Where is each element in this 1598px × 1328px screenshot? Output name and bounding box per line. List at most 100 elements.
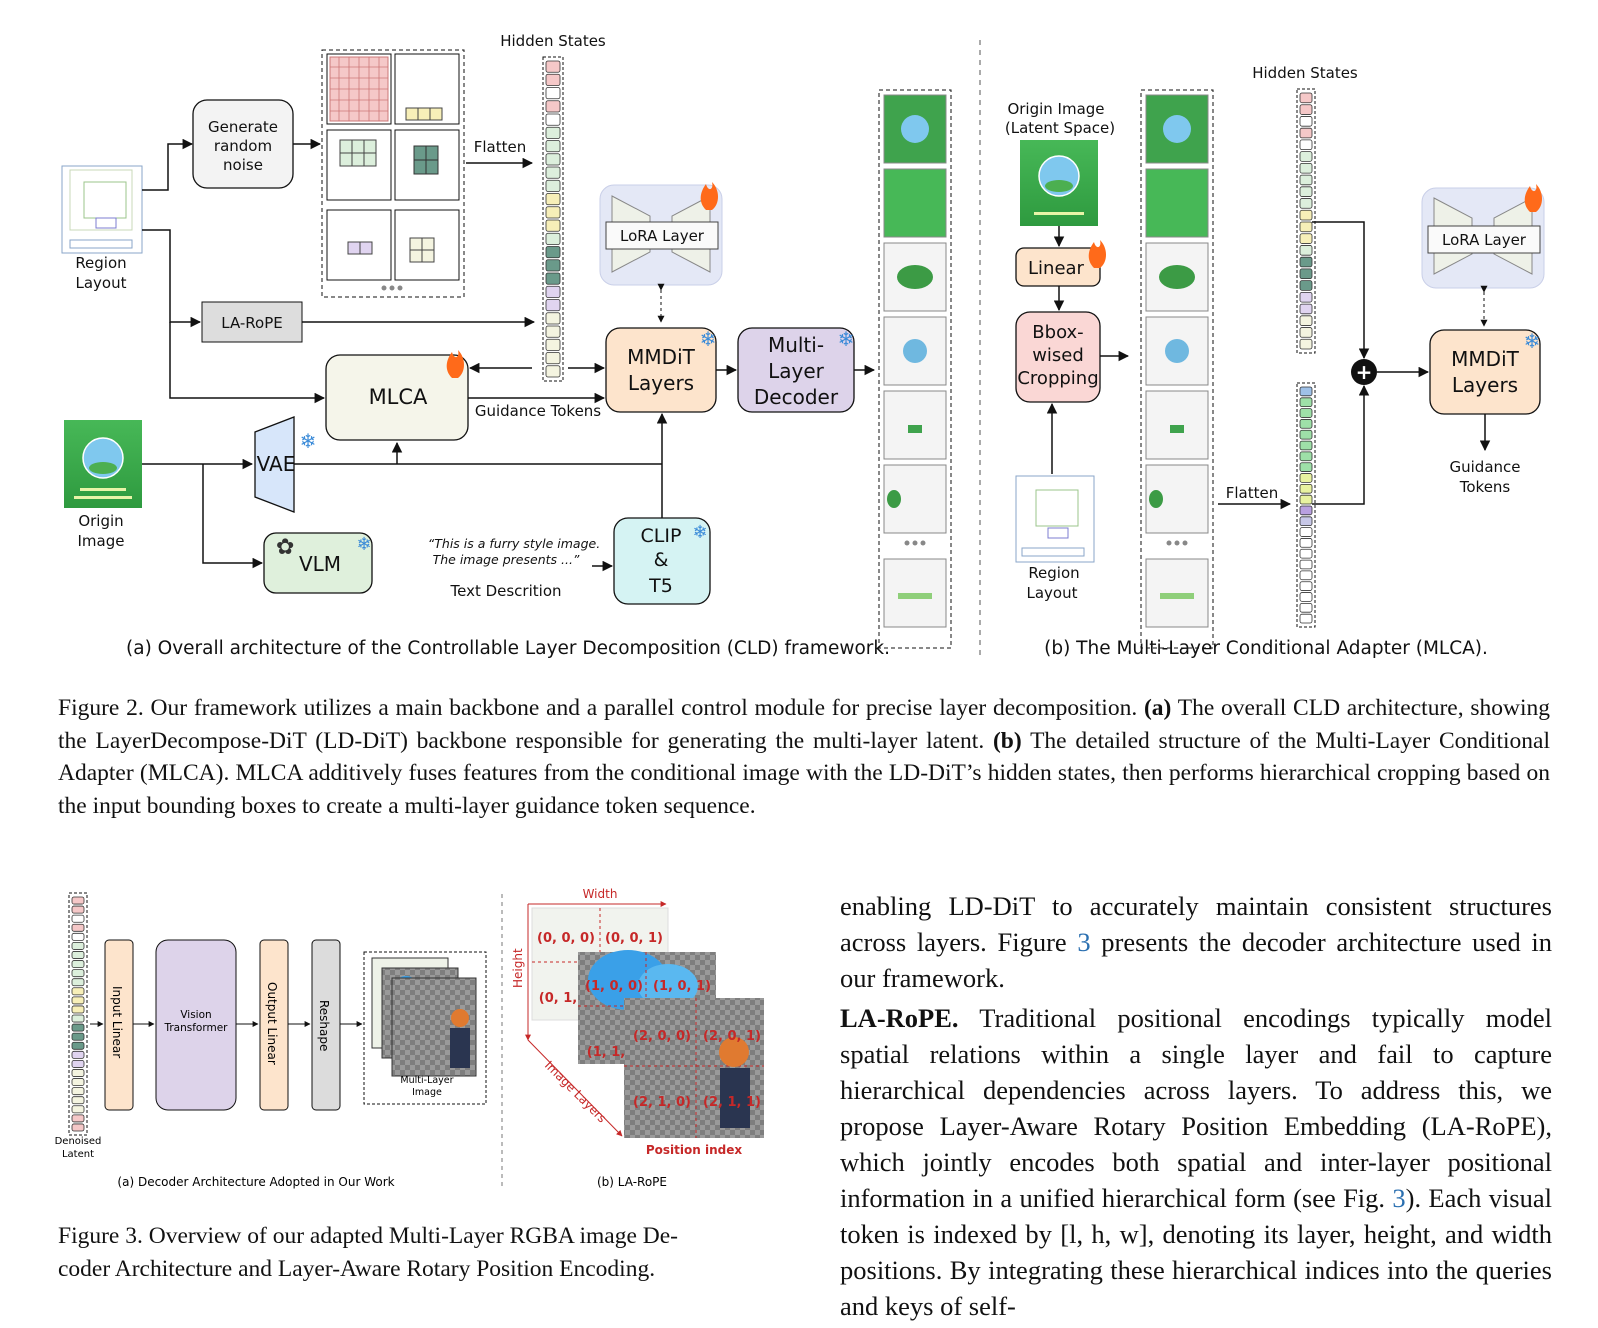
mli-label-2: Image [412,1087,442,1098]
token-cell [71,932,85,941]
token-cell [545,312,561,325]
guidance-b-label-1: Guidance [1450,458,1521,476]
generate-noise-label-3: noise [223,156,263,174]
region-layout-b-label-1: Region [1028,564,1079,582]
generate-noise-label-2: random [214,137,272,155]
caption-label: Figure 2. [58,695,144,721]
token-cell [71,1096,85,1105]
token-cell [71,951,85,959]
vae-label: VAE [257,452,296,476]
multi-layer-image-group [363,951,487,1105]
paragraph-2: LA-RoPE. Traditional positional encoding… [840,1000,1552,1324]
clip-t5-box [613,517,711,605]
guidance-b-label-2: Tokens [1459,478,1511,496]
subcaption-3b: (b) LA-RoPE [597,1175,667,1189]
output-linear-block [259,939,289,1111]
token-cell [1299,245,1313,256]
region-layout-thumbnail [61,165,143,254]
token-cell [545,140,561,153]
token-cell [1299,338,1313,350]
token-cell [71,987,85,996]
token-cell [71,1005,85,1014]
token-cell [1299,139,1313,151]
token-cell [1299,602,1313,613]
token-cell [1299,291,1313,303]
token-cell [545,206,561,219]
token-cell [545,259,561,272]
token-cell [1299,233,1313,244]
decoder-label-2: Layer [768,359,825,383]
flatten-label: Flatten [474,138,527,156]
token-cell [1299,198,1313,209]
token-cell [1299,538,1313,548]
snowflake-icon: ❄ [700,327,717,351]
token-cell [545,338,561,351]
reshape-label: Reshape [317,1000,331,1051]
token-cell [71,1014,85,1023]
token-cell [1299,162,1313,174]
token-cell [1299,570,1313,581]
figure-3-caption-line-1: Figure 3. Overview of our adapted Multi-… [58,1223,678,1249]
hidden-states-column [542,56,564,382]
token-cell [1299,386,1313,397]
token-cell [1299,440,1313,451]
token-cell [545,299,561,312]
token-cell [1299,116,1313,127]
token-cell [545,246,561,259]
fire-icon [1088,240,1106,268]
input-linear-block [104,939,134,1111]
token-cell [1299,592,1313,602]
caption-bold-a: (a) [1143,695,1172,721]
figure-3-ref-link[interactable]: 3 [1077,927,1091,957]
token-cell [1299,127,1313,139]
denoised-label-1: Denoised [55,1136,102,1147]
denoised-latent-column [68,892,88,1136]
token-cell [1299,92,1313,104]
layer-thumbnail [1145,168,1209,238]
token-cell [1299,419,1313,429]
para2-text-b: ). Each visual token is indexed by [l, h… [840,1183,1552,1321]
snowflake-icon: ❄ [692,522,707,543]
token-cell [71,923,85,932]
token-cell [1299,527,1313,537]
token-cell [1299,151,1313,162]
decoder-label-1: Multi- [768,333,824,357]
subcaption-2a: (a) Overall architecture of the Controll… [126,638,890,659]
token-cell [1299,186,1313,197]
origin-image-label-1: Origin [78,512,123,530]
token-cell [545,166,561,179]
region-layout-b-label-2: Layout [1027,584,1078,602]
snowflake-icon: ❄ [1524,329,1541,353]
snowflake-icon: ❄ [300,429,317,453]
token-cell [71,1059,85,1068]
flatten-b-label: Flatten [1226,484,1279,502]
vlm-quote-1: “This is a furry style image. [428,536,600,551]
clip-label-1: CLIP [641,525,682,547]
token-cell [545,113,561,126]
origin-image-label-2: Image [78,532,125,550]
token-cell [1299,473,1313,483]
token-cell [71,978,85,987]
origin-image-latent-label-2: (Latent Space) [1005,119,1115,137]
pos-200: (2, 0, 0) [633,1029,691,1044]
token-cell [545,60,561,73]
add-icon [1351,359,1377,385]
snowflake-icon: ❄ [356,534,371,555]
token-cell [71,1069,85,1077]
token-cell [1299,613,1313,624]
vit-label-1: Vision [180,1009,211,1021]
region-layout-label-2: Layout [76,274,127,292]
token-cell [545,73,561,86]
reshape-block [311,939,341,1111]
figure-3-ref-link-2[interactable]: 3 [1392,1183,1406,1213]
token-cell [1299,548,1313,559]
token-cell [71,1032,85,1041]
position-index-label: Position index [646,1143,742,1157]
pos-101: (1, 0, 1) [653,979,711,994]
token-cell [1299,268,1313,280]
bbox-label-3: Cropping [1017,368,1098,389]
bbox-label-1: Bbox- [1032,322,1083,343]
mmdit-b-label-2: Layers [1452,373,1518,397]
hidden-states-label: Hidden States [500,32,606,50]
token-cell [1299,462,1313,472]
